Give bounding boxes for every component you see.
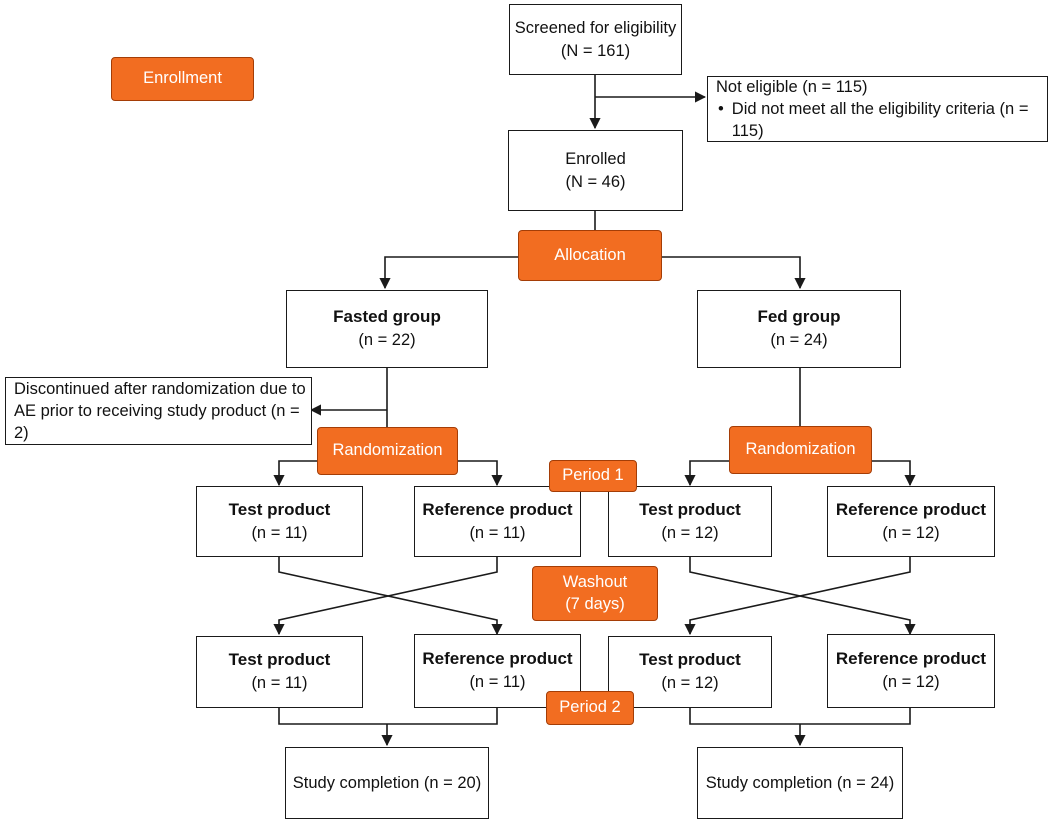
enrollment-tag: Enrollment [111, 57, 254, 101]
discontinued-box: Discontinued after randomization due to … [5, 377, 312, 445]
randomization-right-tag: Randomization [729, 426, 872, 474]
product-title: Reference product [835, 499, 987, 519]
period2-fed-test-box: Test product (n = 12) [608, 636, 772, 708]
fasted-group-count: (n = 22) [358, 331, 416, 350]
period2-fasted-test-box: Test product (n = 11) [196, 636, 363, 708]
arrow-allocation-to-fasted [379, 256, 518, 290]
not-eligible-reason: Did not meet all the eligibility criteri… [731, 99, 1029, 141]
period2-tag: Period 2 [546, 691, 634, 725]
period1-fasted-test-box: Test product (n = 11) [196, 486, 363, 557]
completion-fasted-text: Study completion (n = 20) [292, 773, 482, 792]
product-title: Test product [639, 650, 741, 670]
product-count: (n = 12) [882, 673, 940, 692]
fed-group-box: Fed group (n = 24) [697, 290, 901, 368]
arrow-randomization-right-to-test [684, 460, 730, 487]
arrow-randomization-left-to-test [273, 460, 318, 487]
bullet-icon: • [718, 99, 724, 118]
product-count: (n = 12) [661, 523, 719, 542]
product-count: (n = 11) [251, 674, 308, 693]
not-eligible-reason-row: • Did not meet all the eligibility crite… [716, 98, 1047, 143]
product-count: (n = 11) [469, 523, 526, 542]
allocation-tag: Allocation [518, 230, 662, 281]
discontinued-line-2: AE prior to receiving study product (n =… [14, 401, 300, 443]
product-title: Reference product [422, 649, 573, 669]
period1-fed-test-box: Test product (n = 12) [608, 486, 772, 557]
product-count: (n = 12) [661, 674, 719, 693]
product-count: (n = 11) [251, 523, 308, 542]
product-count: (n = 12) [882, 523, 940, 542]
enrollment-label: Enrollment [143, 69, 222, 88]
period1-fasted-reference-box: Reference product (n = 11) [414, 486, 581, 557]
period1-tag: Period 1 [549, 460, 637, 492]
merge-left [278, 708, 498, 725]
period2-fed-reference-box: Reference product (n = 12) [827, 634, 995, 708]
randomization-left-tag: Randomization [317, 427, 458, 475]
not-eligible-box: Not eligible (n = 115) • Did not meet al… [707, 76, 1048, 142]
enrolled-count: (N = 46) [565, 172, 626, 191]
washout-tag: Washout (7 days) [532, 566, 658, 621]
randomization-right-label: Randomization [745, 440, 856, 459]
fasted-group-box: Fasted group (n = 22) [286, 290, 488, 368]
period1-fed-reference-box: Reference product (n = 12) [827, 486, 995, 557]
product-title: Test product [639, 499, 741, 519]
period1-label: Period 1 [562, 466, 624, 485]
screened-title: Screened for eligibility [514, 19, 677, 38]
allocation-label: Allocation [554, 245, 626, 264]
completion-fed-text: Study completion (n = 24) [705, 773, 895, 792]
enrolled-box: Enrolled (N = 46) [508, 130, 683, 211]
fasted-group-title: Fasted group [333, 307, 441, 327]
arrow-randomization-right-to-reference [870, 460, 916, 487]
not-eligible-title: Not eligible (n = 115) [716, 77, 868, 96]
washout-days: (7 days) [565, 594, 625, 613]
completion-fasted-box: Study completion (n = 20) [285, 747, 489, 819]
product-title: Reference product [835, 649, 987, 669]
product-title: Test product [228, 650, 331, 670]
fed-group-count: (n = 24) [770, 331, 828, 350]
crossover-left-reference-to-test [273, 557, 498, 636]
arrow-randomization-left-to-reference [458, 460, 503, 487]
product-title: Reference product [422, 499, 573, 519]
screened-box: Screened for eligibility (N = 161) [509, 4, 682, 75]
completion-fed-box: Study completion (n = 24) [697, 747, 903, 819]
crossover-right-reference-to-test [684, 557, 911, 636]
enrolled-title: Enrolled [565, 150, 626, 169]
merge-right [689, 708, 911, 725]
washout-label: Washout [562, 573, 628, 592]
fed-group-title: Fed group [757, 307, 841, 327]
period2-label: Period 2 [559, 698, 621, 717]
product-count: (n = 11) [469, 673, 526, 692]
screened-count: (N = 161) [560, 41, 631, 60]
arrow-allocation-to-fed [662, 256, 806, 290]
discontinued-line-1: Discontinued after randomization due to [14, 379, 306, 398]
randomization-left-label: Randomization [332, 441, 443, 460]
product-title: Test product [228, 499, 331, 519]
